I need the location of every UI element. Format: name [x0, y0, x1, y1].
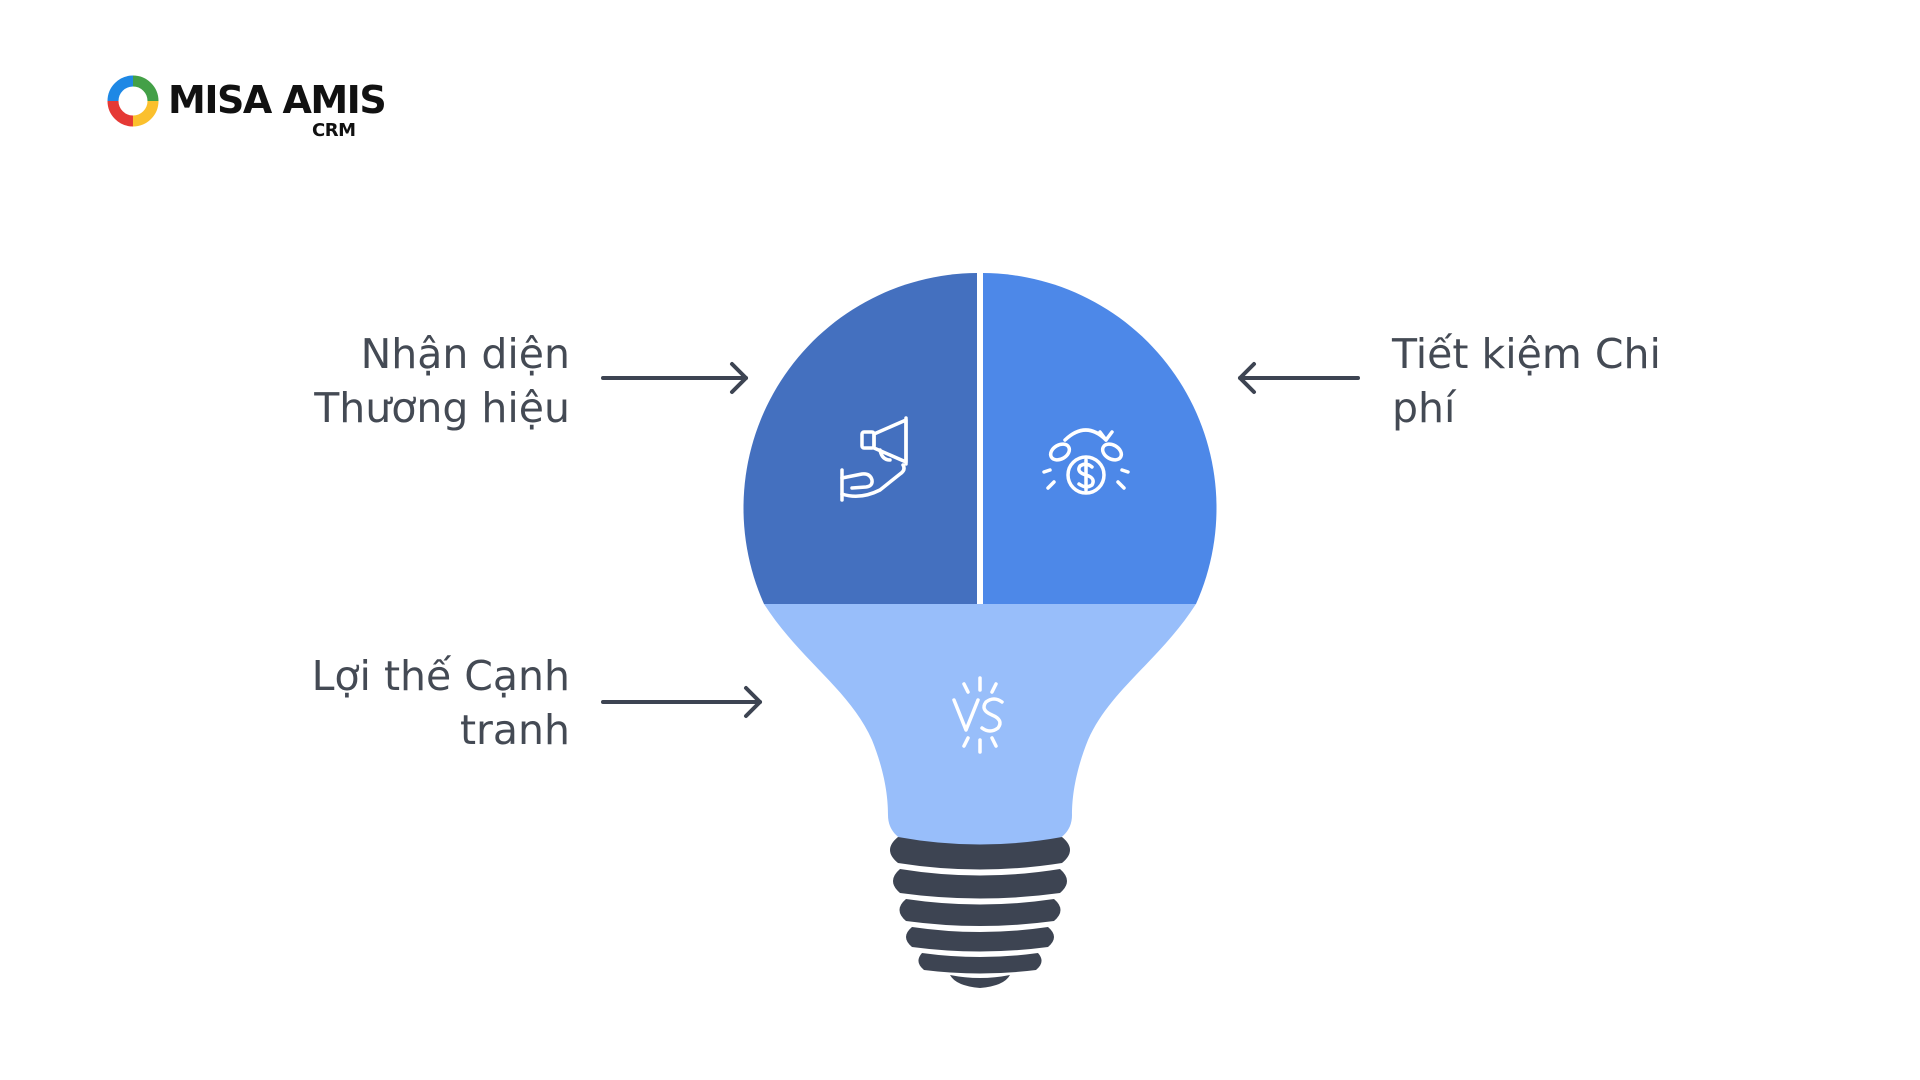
label-compete-line-2: tranh: [459, 706, 570, 754]
bulb-segment-brand: [743, 273, 977, 604]
logo-ring-icon: [107, 75, 159, 127]
label-compete-line-1: Lợi thế Cạnh: [311, 652, 570, 700]
bulb-segment-cost: [983, 273, 1217, 604]
label-brand-recognition: Nhận diện Thương hiệu: [150, 327, 570, 435]
label-cost-line-1: Tiết kiệm Chi: [1392, 330, 1661, 378]
logo-brand-text: MISA AMIS: [168, 78, 387, 122]
label-competitive-advantage: Lợi thế Cạnh tranh: [150, 649, 570, 757]
label-brand-line-2: Thương hiệu: [314, 384, 570, 432]
label-cost-line-2: phí: [1392, 384, 1456, 432]
label-brand-line-1: Nhận diện: [360, 330, 570, 378]
arrow-to-cost: [1238, 362, 1360, 394]
logo-product-text: CRM: [312, 120, 356, 141]
bulb-segment-compete: [764, 604, 1196, 849]
arrow-to-brand: [601, 362, 748, 394]
bulb-base: [890, 837, 1070, 988]
versus-icon: [952, 676, 1004, 754]
money-saving-icon: [1042, 428, 1130, 495]
megaphone-hand-icon: [840, 416, 908, 502]
arrow-to-compete: [601, 686, 762, 718]
misa-amis-crm-logo: MISA AMIS CRM: [106, 70, 387, 150]
label-cost-saving: Tiết kiệm Chi phí: [1392, 327, 1812, 435]
